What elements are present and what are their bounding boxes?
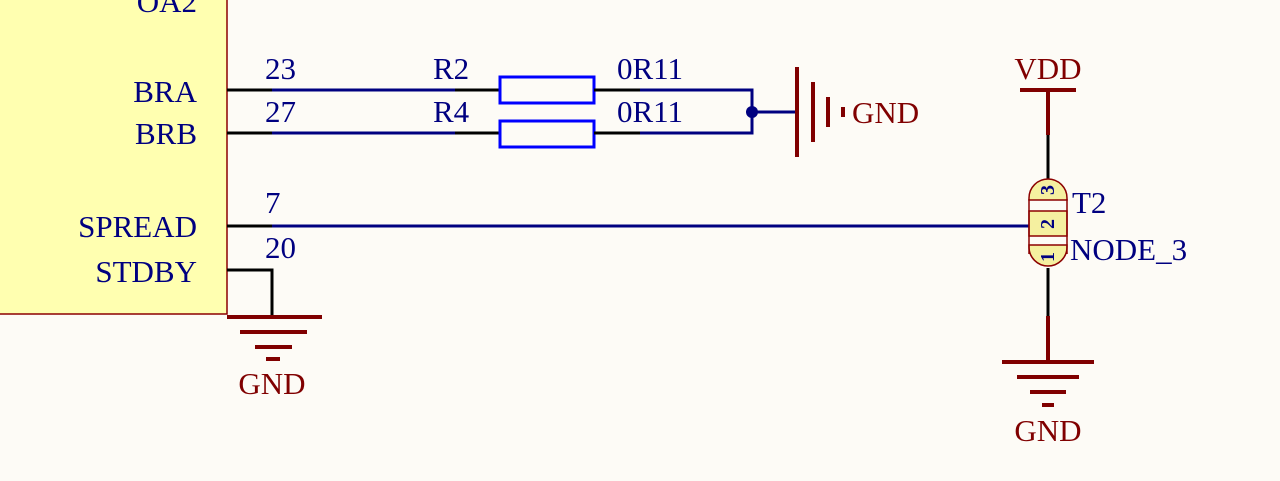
ic-body[interactable] <box>0 0 228 315</box>
r2-value: 0R11 <box>617 51 683 86</box>
r4-designator: R4 <box>433 94 470 129</box>
pin-number-spread: 7 <box>265 185 281 220</box>
t2-pad-3: 3 <box>1037 185 1059 195</box>
gnd-symbol-side[interactable] <box>795 67 845 157</box>
pin-label-bra: BRA <box>133 74 197 109</box>
pin-label-oa2: OA2 <box>137 0 197 19</box>
junction-dot <box>746 106 758 118</box>
gnd-symbol-right[interactable] <box>1002 360 1094 407</box>
t2-comment: NODE_3 <box>1070 232 1187 267</box>
testpoint-t2[interactable] <box>1028 178 1068 267</box>
t2-pad-2: 2 <box>1037 219 1059 229</box>
pin-number-brb: 27 <box>265 94 296 129</box>
resistor-r4[interactable] <box>498 119 596 149</box>
t2-designator: T2 <box>1072 185 1106 220</box>
resistor-r2[interactable] <box>498 75 596 105</box>
r2-designator: R2 <box>433 51 469 86</box>
gnd-label-stdby: GND <box>238 366 305 401</box>
pin-stdby[interactable] <box>227 268 274 316</box>
pin-label-spread: SPREAD <box>78 209 197 244</box>
vdd-label: VDD <box>1014 51 1081 86</box>
t2-pad-1: 1 <box>1037 252 1059 262</box>
gnd-label-right: GND <box>1014 413 1081 448</box>
r4-value: 0R11 <box>617 94 683 129</box>
pin-label-brb: BRB <box>135 116 197 151</box>
pin-label-stdby: STDBY <box>95 254 197 289</box>
gnd-label-side: GND <box>852 95 919 130</box>
pin-number-bra: 23 <box>265 51 296 86</box>
pin-number-stdby: 20 <box>265 230 296 265</box>
gnd-symbol-stdby[interactable] <box>227 315 322 361</box>
